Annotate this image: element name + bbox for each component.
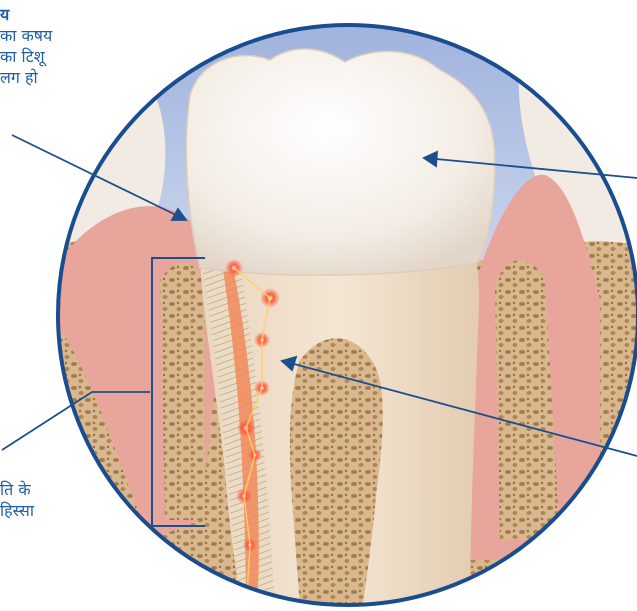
top-left-line-1: का कषय xyxy=(0,25,52,46)
bone-core-left xyxy=(160,263,205,520)
bottom-left-label: ति के हिस्सा xyxy=(0,479,34,521)
top-left-line-2: का टिशू xyxy=(0,46,52,67)
bottom-left-line-1: ति के xyxy=(0,479,34,500)
top-left-line-3: लग हो xyxy=(0,67,52,88)
bottom-left-line-2: हिस्सा xyxy=(0,500,34,521)
top-left-label: य का कषय का टिशू लग हो xyxy=(0,4,52,88)
tooth-crown xyxy=(186,49,495,275)
scene xyxy=(40,20,637,611)
top-left-title: य xyxy=(0,5,9,24)
